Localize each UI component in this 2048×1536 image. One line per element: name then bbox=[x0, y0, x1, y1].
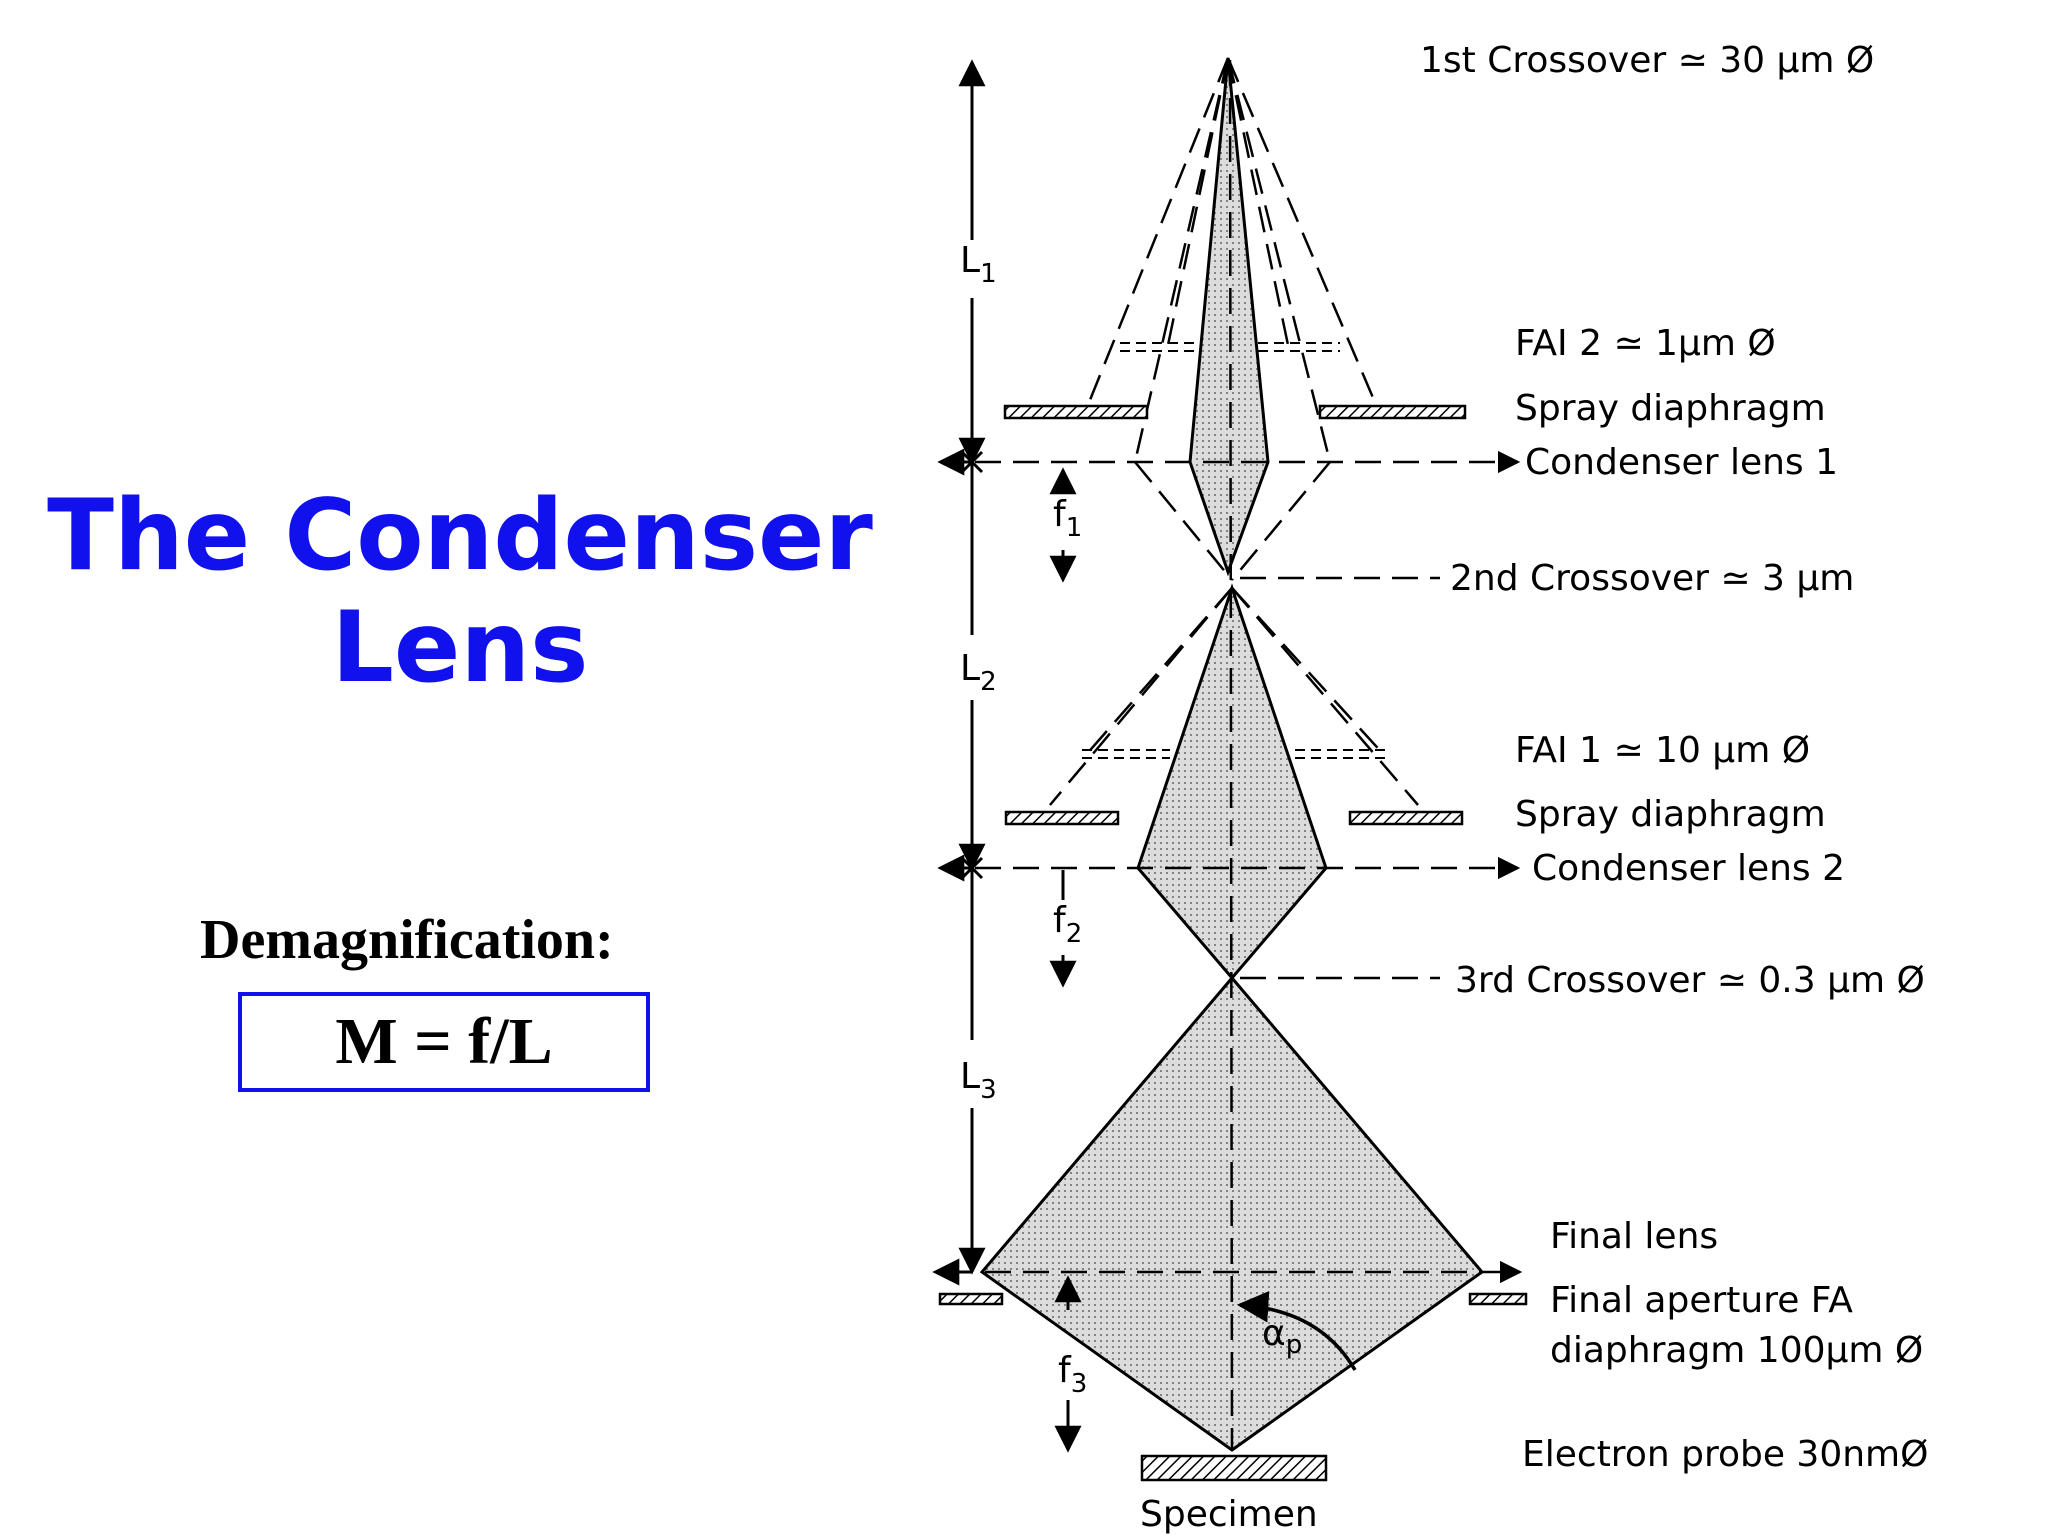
dashed-rays bbox=[975, 57, 1500, 1451]
beam-section-1 bbox=[1188, 57, 1270, 577]
label-crossover-2: 2nd Crossover ≃ 3 µm bbox=[1450, 558, 1854, 599]
label-L3: L3 bbox=[960, 1056, 997, 1105]
formula-text: M = f/L bbox=[335, 1005, 553, 1078]
formula-box: M = f/L bbox=[238, 992, 650, 1092]
label-f3: f3 bbox=[1058, 1350, 1087, 1399]
spray-diaphragm-1-right bbox=[1318, 404, 1467, 420]
spray-diaphragm-2-left bbox=[1004, 810, 1120, 826]
label-final-lens: Final lens bbox=[1550, 1216, 1718, 1257]
final-aperture-left bbox=[938, 1292, 1004, 1306]
alpha-arc bbox=[1236, 1291, 1357, 1371]
label-spray-diaphragm-1: Spray diaphragm bbox=[1515, 388, 1826, 429]
label-crossover-1: 1st Crossover ≃ 30 µm Ø bbox=[1420, 40, 1874, 81]
fai-marks bbox=[1082, 342, 1385, 759]
label-alpha-p: αp bbox=[1262, 1313, 1302, 1360]
label-final-aperture: Final aperture FA bbox=[1550, 1280, 1853, 1321]
label-condenser-lens-1: Condenser lens 1 bbox=[1525, 442, 1838, 483]
title-line-2: Lens bbox=[331, 591, 589, 705]
annotation-labels: 1st Crossover ≃ 30 µm Ø FAI 2 ≃ 1µm Ø Sp… bbox=[1140, 40, 1928, 1535]
diaphragms bbox=[938, 404, 1528, 1482]
demagnification-label: Demagnification: bbox=[200, 909, 614, 971]
label-f2: f2 bbox=[1053, 900, 1082, 949]
label-f1: f1 bbox=[1053, 494, 1082, 543]
spray-diaphragm-1-left bbox=[1003, 404, 1149, 420]
label-specimen: Specimen bbox=[1140, 1494, 1318, 1535]
dimension-labels: L1 L2 L3 f1 f2 f3 αp bbox=[960, 240, 1302, 1399]
label-L2: L2 bbox=[960, 648, 997, 697]
label-condenser-lens-2: Condenser lens 2 bbox=[1532, 848, 1845, 889]
length-dimensions bbox=[932, 59, 986, 1286]
label-fai-1: FAI 1 ≃ 10 µm Ø bbox=[1515, 730, 1810, 771]
final-aperture-right bbox=[1468, 1292, 1528, 1306]
label-crossover-3: 3rd Crossover ≃ 0.3 µm Ø bbox=[1455, 960, 1925, 1001]
label-spray-diaphragm-2: Spray diaphragm bbox=[1515, 794, 1826, 835]
title-line-1: The Condenser bbox=[47, 479, 873, 593]
specimen bbox=[1140, 1454, 1328, 1482]
label-electron-probe: Electron probe 30nmØ bbox=[1522, 1434, 1928, 1475]
label-diaphragm: diaphragm 100µm Ø bbox=[1550, 1330, 1923, 1371]
label-fai-2: FAI 2 ≃ 1µm Ø bbox=[1515, 323, 1776, 364]
label-L1: L1 bbox=[960, 240, 997, 289]
axis-arrows bbox=[1490, 450, 1523, 1284]
spray-diaphragm-2-right bbox=[1348, 810, 1464, 826]
focal-dimensions bbox=[1049, 467, 1082, 1453]
page-title: The Condenser Lens bbox=[40, 480, 880, 704]
